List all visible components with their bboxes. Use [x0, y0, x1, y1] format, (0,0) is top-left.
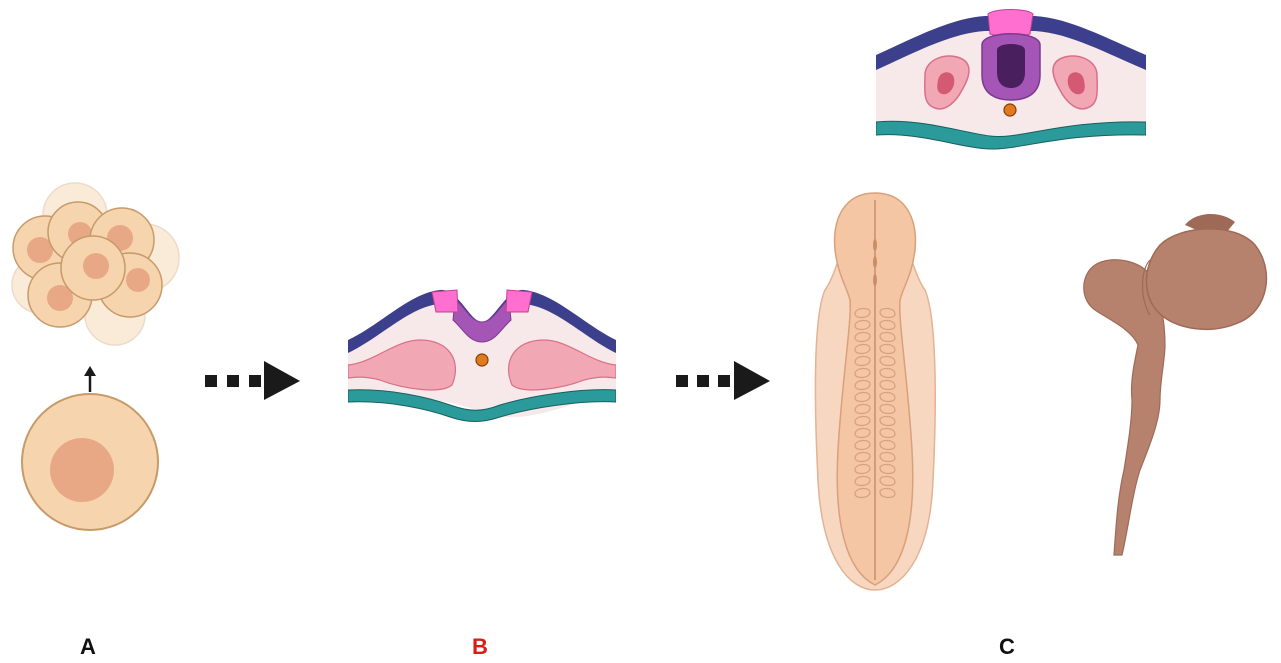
dashed-arrow-1-icon [205, 361, 300, 400]
dashed-arrow-2-icon [676, 361, 770, 400]
zygote-cell-icon [22, 394, 158, 530]
panel-label-c: C [999, 634, 1015, 659]
brain-spinal-cord-icon [1084, 214, 1267, 555]
morula-cluster-icon [12, 183, 179, 345]
somite-embryo-icon [815, 193, 935, 590]
up-arrow-icon [84, 366, 96, 392]
panel-label-b: B [472, 634, 488, 659]
neural-tube-cross-section-icon [876, 10, 1146, 150]
panel-label-a: A [80, 634, 96, 659]
neurulation-cross-section-icon [348, 290, 616, 422]
